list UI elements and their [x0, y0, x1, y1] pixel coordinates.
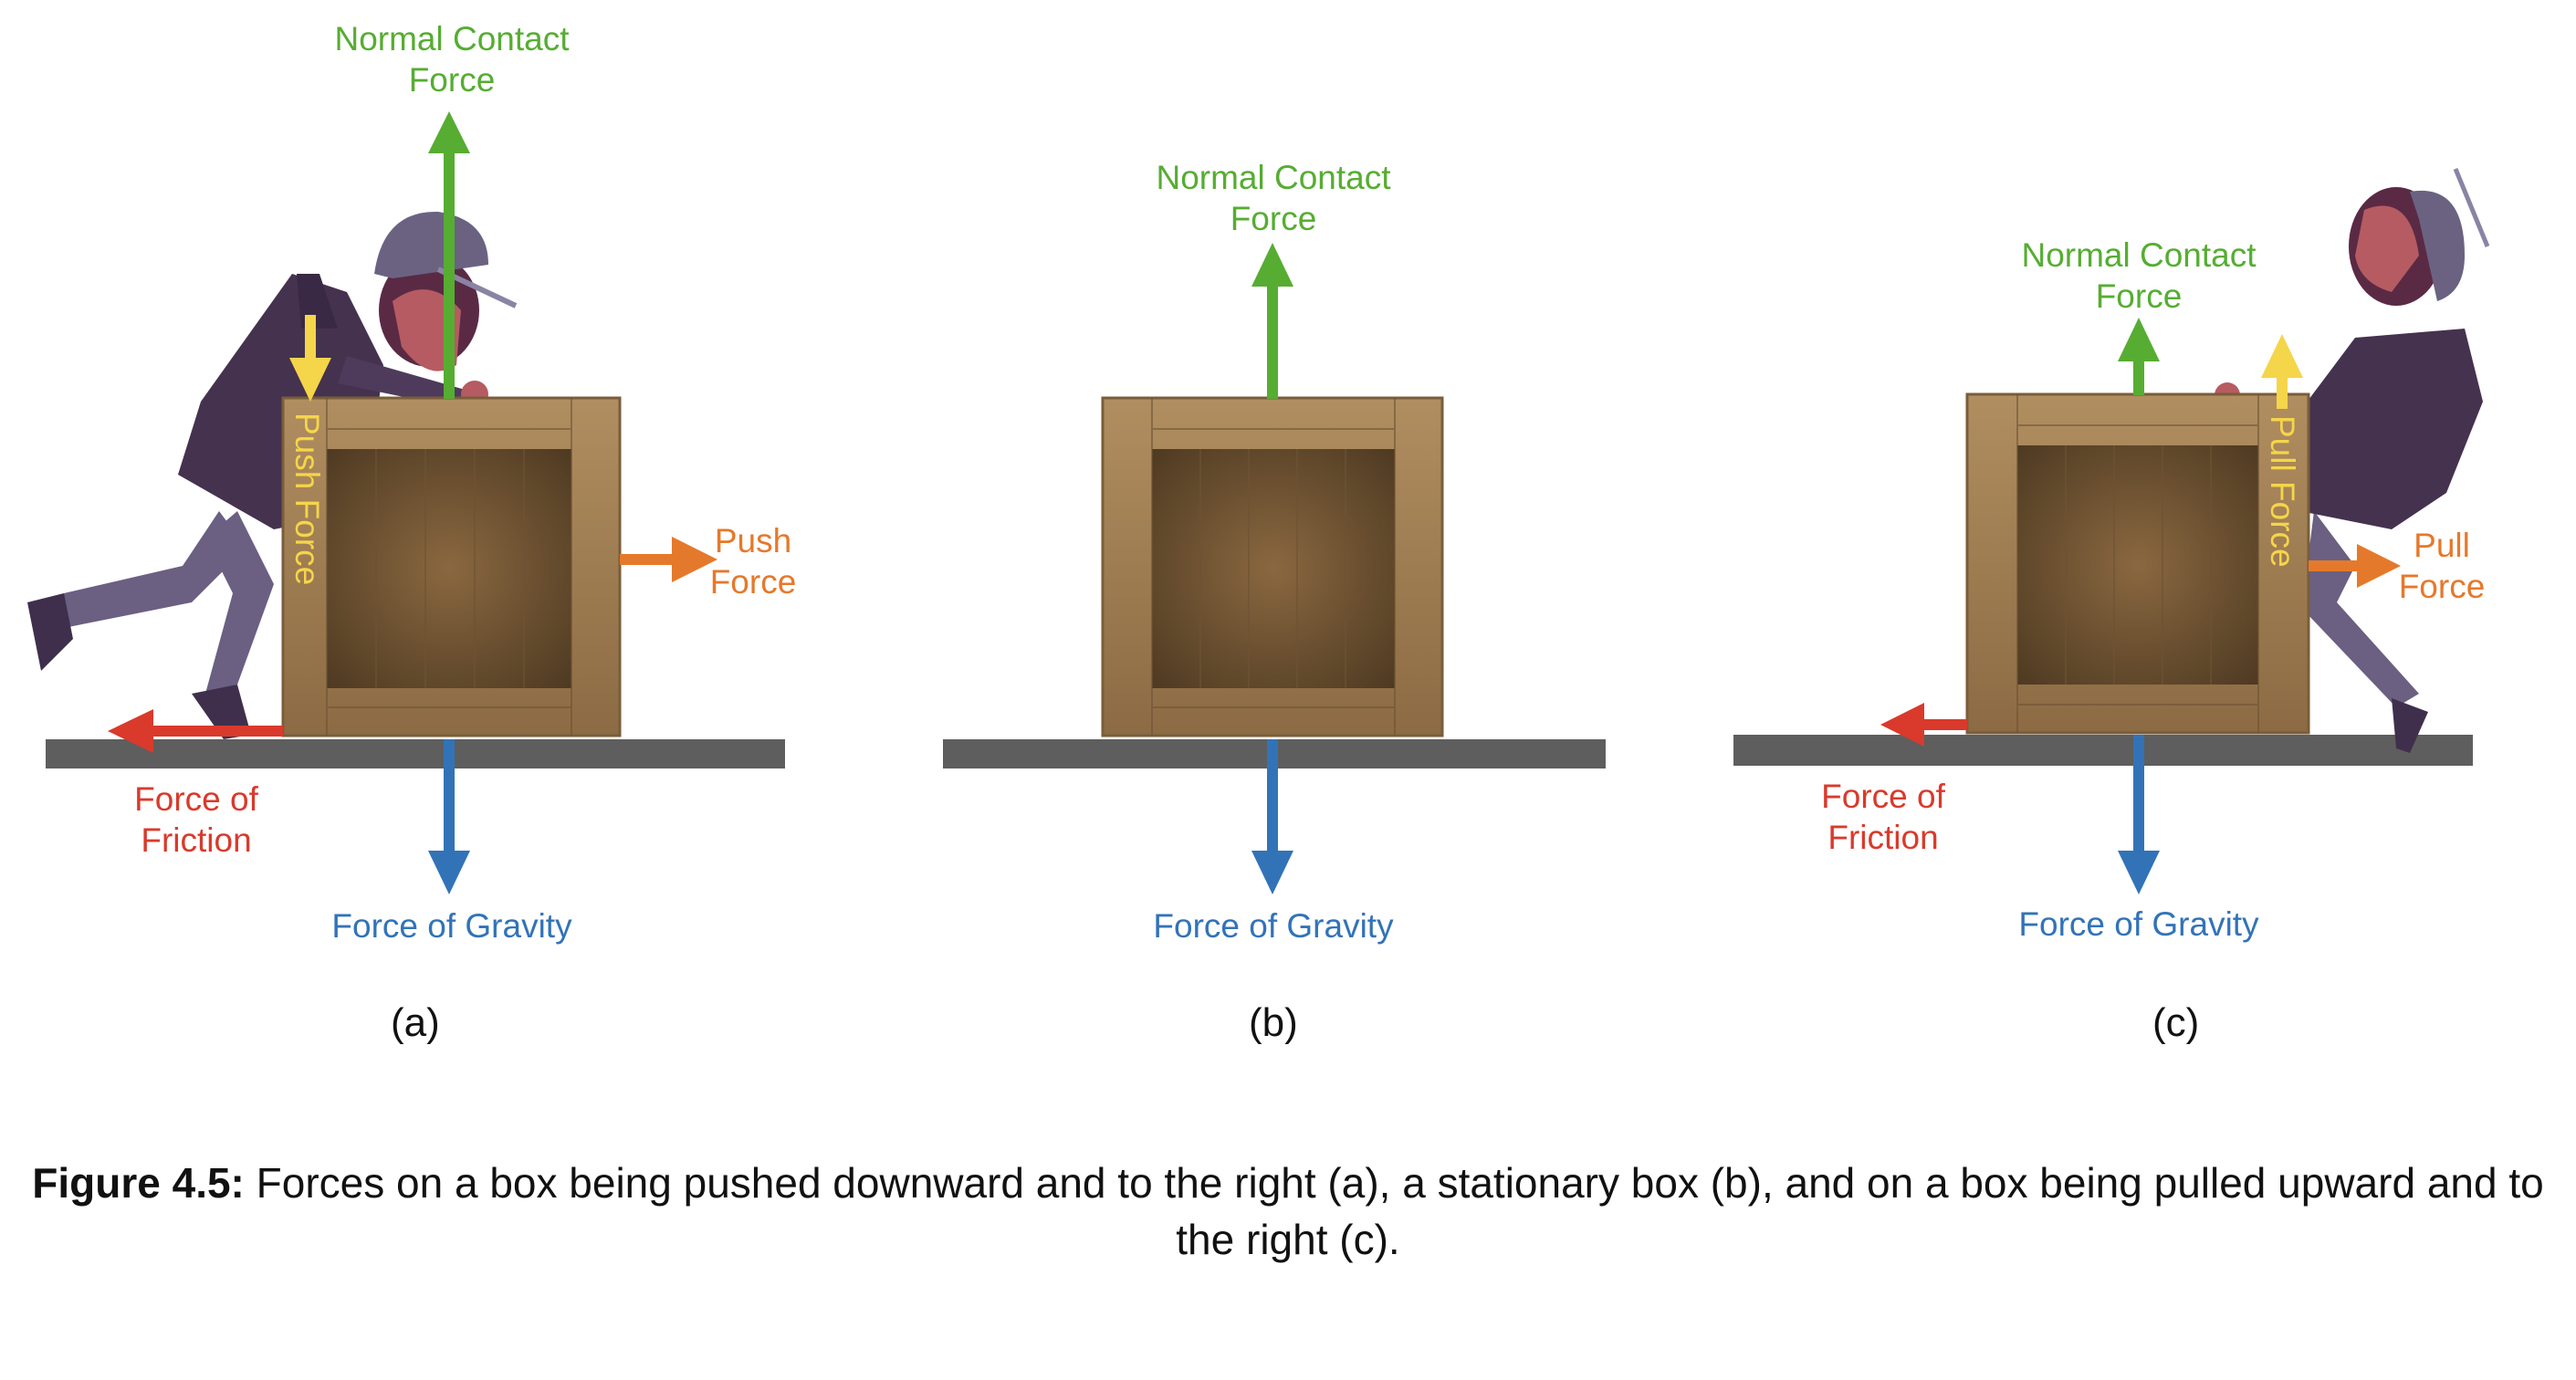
normal-force-label-b: Normal Contact Force: [1132, 157, 1415, 239]
normal-force-arrow-c: [2118, 318, 2160, 395]
pull-force-horizontal-label-c: Pull Force: [2392, 525, 2492, 607]
pull-force-horizontal-arrow-c: [2309, 544, 2401, 588]
caption-label: Figure 4.5:: [32, 1159, 245, 1207]
crate-c: [1965, 392, 2310, 735]
friction-label-a: Force of Friction: [105, 779, 288, 861]
panel-a: [27, 111, 785, 894]
normal-force-label-b-line1: Normal Contact: [1156, 159, 1391, 196]
push-force-label-a-line2: Force: [709, 563, 797, 601]
normal-force-label-c-line1: Normal Contact: [2021, 236, 2257, 274]
pull-force-vertical-arrow-c: [2261, 334, 2303, 409]
normal-force-label-c: Normal Contact Force: [1997, 235, 2280, 317]
gravity-label-a-text: Force of Gravity: [331, 907, 572, 945]
normal-force-arrow-b: [1251, 243, 1293, 399]
gravity-label-b: Force of Gravity: [1132, 905, 1415, 946]
push-force-vertical-label-a: Push Force: [288, 413, 326, 586]
normal-force-label-a-line1: Normal Contact: [334, 20, 570, 58]
sublabel-b: (b): [1249, 1000, 1298, 1045]
push-force-horizontal-label-a: Push Force: [703, 520, 803, 602]
ground-c: [1733, 735, 2473, 766]
gravity-label-c-text: Force of Gravity: [2018, 905, 2259, 943]
pull-force-label-c-line1: Pull: [2414, 527, 2470, 564]
gravity-arrow-b: [1251, 739, 1293, 894]
gravity-label-b-text: Force of Gravity: [1153, 907, 1394, 945]
sublabel-c: (c): [2152, 1000, 2200, 1045]
push-force-vertical-arrow-a: [289, 315, 331, 402]
push-force-label-a-line1: Push: [714, 522, 792, 559]
gravity-label-c: Force of Gravity: [1997, 904, 2280, 945]
panel-c: [1733, 168, 2490, 894]
gravity-arrow-c: [2118, 735, 2160, 894]
caption-text: Forces on a box being pushed downward an…: [256, 1159, 2544, 1263]
panel-b: [943, 243, 1606, 894]
friction-label-c-line2: Friction: [1827, 819, 1939, 856]
friction-label-a-line2: Friction: [141, 821, 252, 859]
pull-force-label-c-line2: Force: [2398, 568, 2486, 605]
friction-label-c: Force of Friction: [1792, 776, 1974, 858]
gravity-label-a: Force of Gravity: [310, 905, 593, 946]
normal-force-label-a-line2: Force: [408, 61, 496, 99]
crate-b: [1101, 396, 1444, 737]
friction-label-c-line1: Force of: [1821, 778, 1945, 815]
gravity-arrow-a: [428, 739, 470, 894]
pull-force-vertical-label-c: Pull Force: [2264, 415, 2301, 568]
normal-force-label-c-line2: Force: [2095, 277, 2183, 315]
crate-a: [281, 396, 622, 737]
ground-a: [46, 739, 785, 768]
normal-force-arrow-a: [428, 111, 470, 399]
friction-arrow-c: [1880, 703, 1967, 747]
push-force-horizontal-arrow-a: [620, 537, 717, 582]
figure-caption: Figure 4.5: Forces on a box being pushed…: [0, 1155, 2576, 1268]
sublabel-a: (a): [391, 1000, 440, 1045]
friction-label-a-line1: Force of: [134, 780, 258, 818]
normal-force-label-b-line2: Force: [1230, 200, 1317, 237]
normal-force-label-a: Normal Contact Force: [310, 18, 593, 100]
friction-arrow-a: [108, 709, 283, 753]
